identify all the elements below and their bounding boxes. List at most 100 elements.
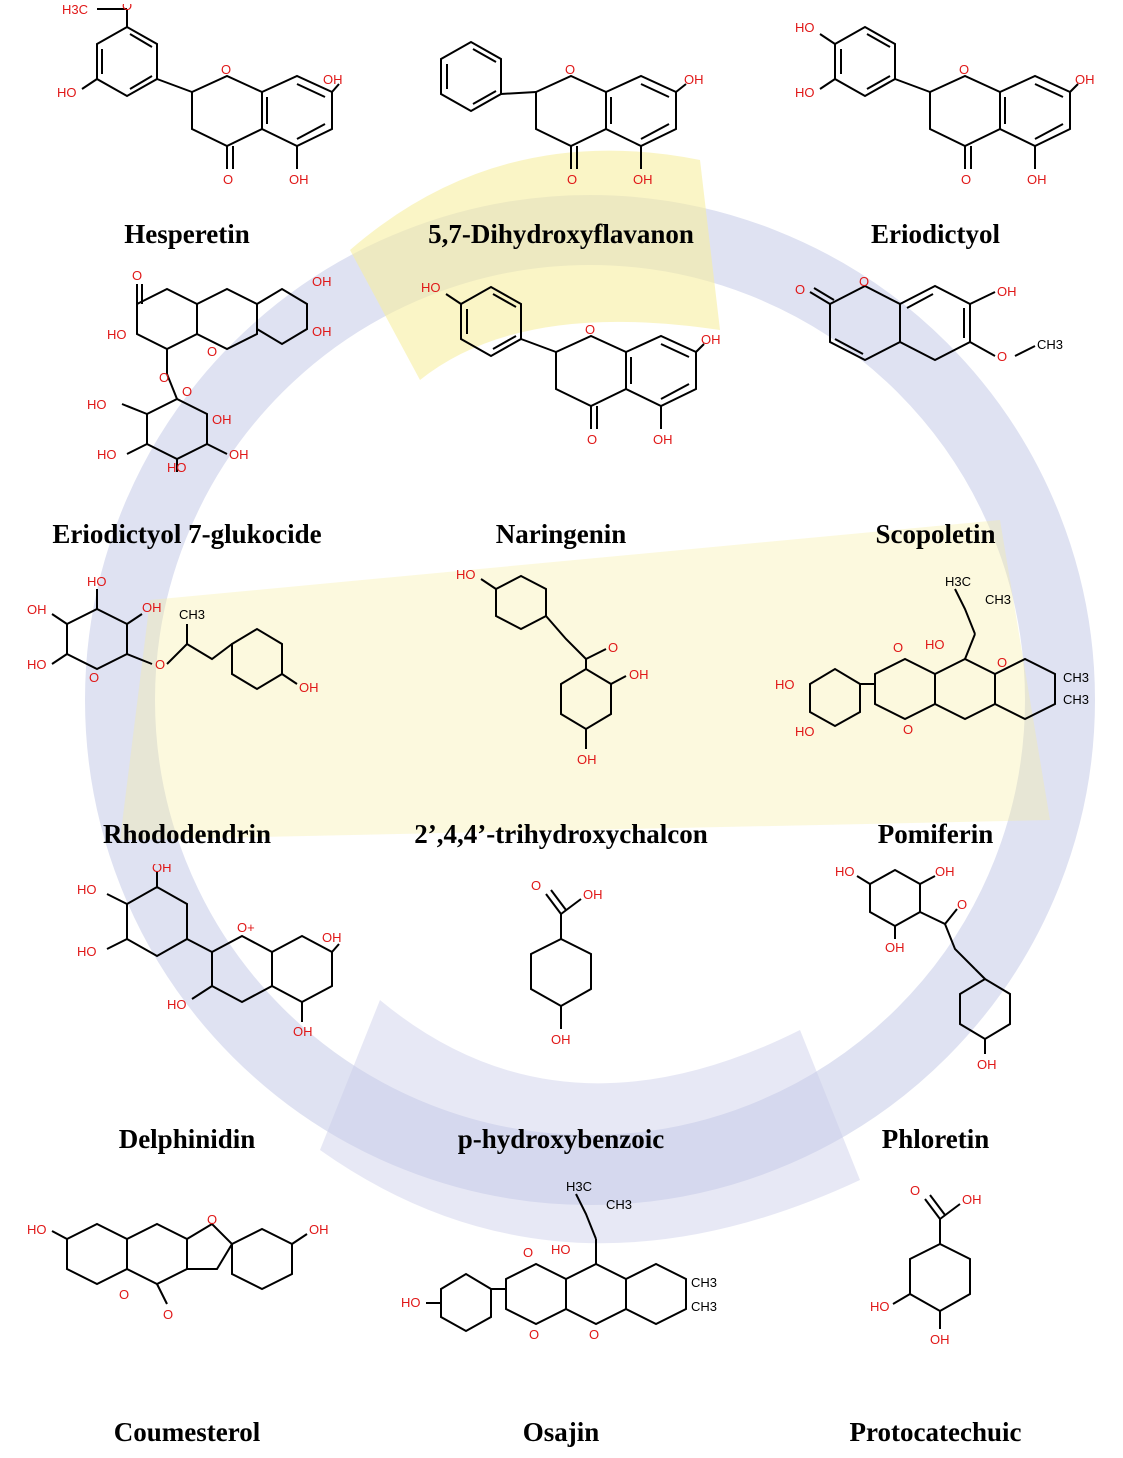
chem-label: O bbox=[795, 282, 805, 297]
chem-label: O bbox=[182, 384, 192, 399]
chem-label: HO bbox=[167, 460, 187, 474]
chem-label: O bbox=[223, 172, 233, 187]
protocatechuic-structure: O OH HO OH bbox=[870, 1183, 982, 1347]
chem-label: HO bbox=[57, 85, 77, 100]
chem-label: HO bbox=[795, 85, 815, 100]
chem-label: O bbox=[961, 172, 971, 187]
osajin-structure: H3C CH3 HO O HO O CH3 CH3 O bbox=[401, 1179, 717, 1342]
chem-label: HO bbox=[551, 1242, 571, 1257]
compound-name: Protocatechuic bbox=[849, 1417, 1022, 1447]
compound-cell: HO OH OH HO O O CH3 OH Rhododendrin bbox=[0, 560, 374, 860]
chem-label: CH3 bbox=[179, 607, 205, 622]
chem-label: OH bbox=[152, 864, 172, 875]
chem-label: O bbox=[122, 4, 132, 13]
compound-name: 2’,4,4’-trihydroxychalcon bbox=[414, 819, 708, 849]
chem-label: OH bbox=[885, 940, 905, 955]
chem-label: OH bbox=[27, 602, 47, 617]
compound-cell: H3C CH3 HO O HO O CH3 CH3 O Osajin bbox=[374, 1165, 748, 1458]
hesperetin-structure: H3C O HO O OH O OH bbox=[57, 4, 343, 187]
compound-name: Pomiferin bbox=[877, 819, 994, 849]
chem-label: O bbox=[221, 62, 231, 77]
chem-label: O bbox=[589, 1327, 599, 1342]
compound-name: Delphinidin bbox=[118, 1124, 256, 1154]
compound-cell: O OH OH p-hydroxybenzoic bbox=[374, 860, 748, 1165]
chem-label: OH bbox=[962, 1192, 982, 1207]
compound-name: Osajin bbox=[522, 1417, 600, 1447]
chem-label: OH bbox=[293, 1024, 313, 1039]
chem-label: OH bbox=[299, 680, 319, 695]
chem-label: HO bbox=[87, 574, 107, 589]
compound-cell: O OH O OH 5,7-Dihydroxyflavanon bbox=[374, 0, 748, 260]
chem-label: O bbox=[119, 1287, 129, 1302]
compound-name: p-hydroxybenzoic bbox=[457, 1124, 665, 1154]
chem-label: OH bbox=[289, 172, 309, 187]
chem-label: CH3 bbox=[691, 1299, 717, 1314]
chem-label: OH bbox=[323, 72, 343, 87]
chem-label: HO bbox=[795, 20, 815, 35]
compound-cell: O OH OH HO O O HO O HO HO OH OH Eriodict… bbox=[0, 260, 374, 560]
chem-label: OH bbox=[629, 667, 649, 682]
chem-label: O bbox=[531, 878, 541, 893]
chem-label: O+ bbox=[237, 920, 255, 935]
chem-label: OH bbox=[1075, 72, 1095, 87]
chem-label: O bbox=[207, 1212, 217, 1227]
chem-label: HO bbox=[456, 567, 476, 582]
chem-label: O bbox=[523, 1245, 533, 1260]
compound-name: Phloretin bbox=[881, 1124, 990, 1154]
compound-name: Coumesterol bbox=[113, 1417, 261, 1447]
compound-name: Hesperetin bbox=[124, 219, 250, 249]
phloretin-structure: HO OH O OH OH bbox=[835, 864, 1011, 1072]
chem-label: OH bbox=[633, 172, 653, 187]
chem-label: HO bbox=[925, 637, 945, 652]
chem-label: OH bbox=[142, 600, 162, 615]
chem-label: OH bbox=[684, 72, 704, 87]
chem-label: OH bbox=[577, 752, 597, 767]
chem-label: H3C bbox=[62, 4, 88, 17]
compound-name: 5,7-Dihydroxyflavanon bbox=[428, 219, 694, 249]
chem-label: HO bbox=[835, 864, 855, 879]
chem-label: HO bbox=[795, 724, 815, 739]
chem-label: OH bbox=[312, 274, 332, 289]
chem-label: OH bbox=[977, 1057, 997, 1072]
chem-label: OH bbox=[322, 930, 342, 945]
compound-name: Naringenin bbox=[495, 519, 627, 549]
chem-label: HO bbox=[401, 1295, 421, 1310]
chem-label: O bbox=[565, 62, 575, 77]
compound-name: Rhododendrin bbox=[102, 819, 272, 849]
chem-label: CH3 bbox=[691, 1275, 717, 1290]
chem-label: O bbox=[859, 274, 869, 289]
chem-label: O bbox=[163, 1307, 173, 1322]
chem-label: HO bbox=[870, 1299, 890, 1314]
chem-label: O bbox=[159, 370, 169, 385]
chem-label: HO bbox=[775, 677, 795, 692]
chem-label: OH bbox=[930, 1332, 950, 1347]
chem-label: OH bbox=[583, 887, 603, 902]
chem-label: O bbox=[957, 897, 967, 912]
chem-label: H3C bbox=[945, 574, 971, 589]
compound-name: Scopoletin bbox=[875, 519, 996, 549]
chem-label: O bbox=[155, 657, 165, 672]
compound-cell: H3C CH3 HO O HO O CH3 CH3 HO O Pomiferin bbox=[748, 560, 1123, 860]
chem-label: CH3 bbox=[1063, 670, 1089, 685]
chem-label: O bbox=[89, 670, 99, 685]
naringenin-structure: HO O OH O OH bbox=[421, 280, 721, 447]
compound-cell: O O OH O CH3 Scopoletin bbox=[748, 260, 1123, 560]
chem-label: HO bbox=[87, 397, 107, 412]
compound-cell: HO O OH O OH Naringenin bbox=[374, 260, 748, 560]
chem-label: CH3 bbox=[606, 1197, 632, 1212]
chem-label: O bbox=[893, 640, 903, 655]
pomiferin-structure: H3C CH3 HO O HO O CH3 CH3 HO O bbox=[775, 574, 1089, 739]
chem-label: HO bbox=[77, 882, 97, 897]
chem-label: O bbox=[567, 172, 577, 187]
chem-label: H3C bbox=[566, 1179, 592, 1194]
chem-label: O bbox=[608, 640, 618, 655]
chem-label: OH bbox=[1027, 172, 1047, 187]
compound-name: Eriodictyol bbox=[871, 219, 1000, 249]
chem-label: HO bbox=[77, 944, 97, 959]
compound-cell: OH HO HO O+ OH HO OH Delphinidin bbox=[0, 860, 374, 1165]
chem-label: OH bbox=[551, 1032, 571, 1047]
eriodictyol-structure: HO HO O OH O OH bbox=[795, 20, 1095, 187]
chem-label: OH bbox=[212, 412, 232, 427]
compound-cell: HO OH O OH OH Phloretin bbox=[748, 860, 1123, 1165]
